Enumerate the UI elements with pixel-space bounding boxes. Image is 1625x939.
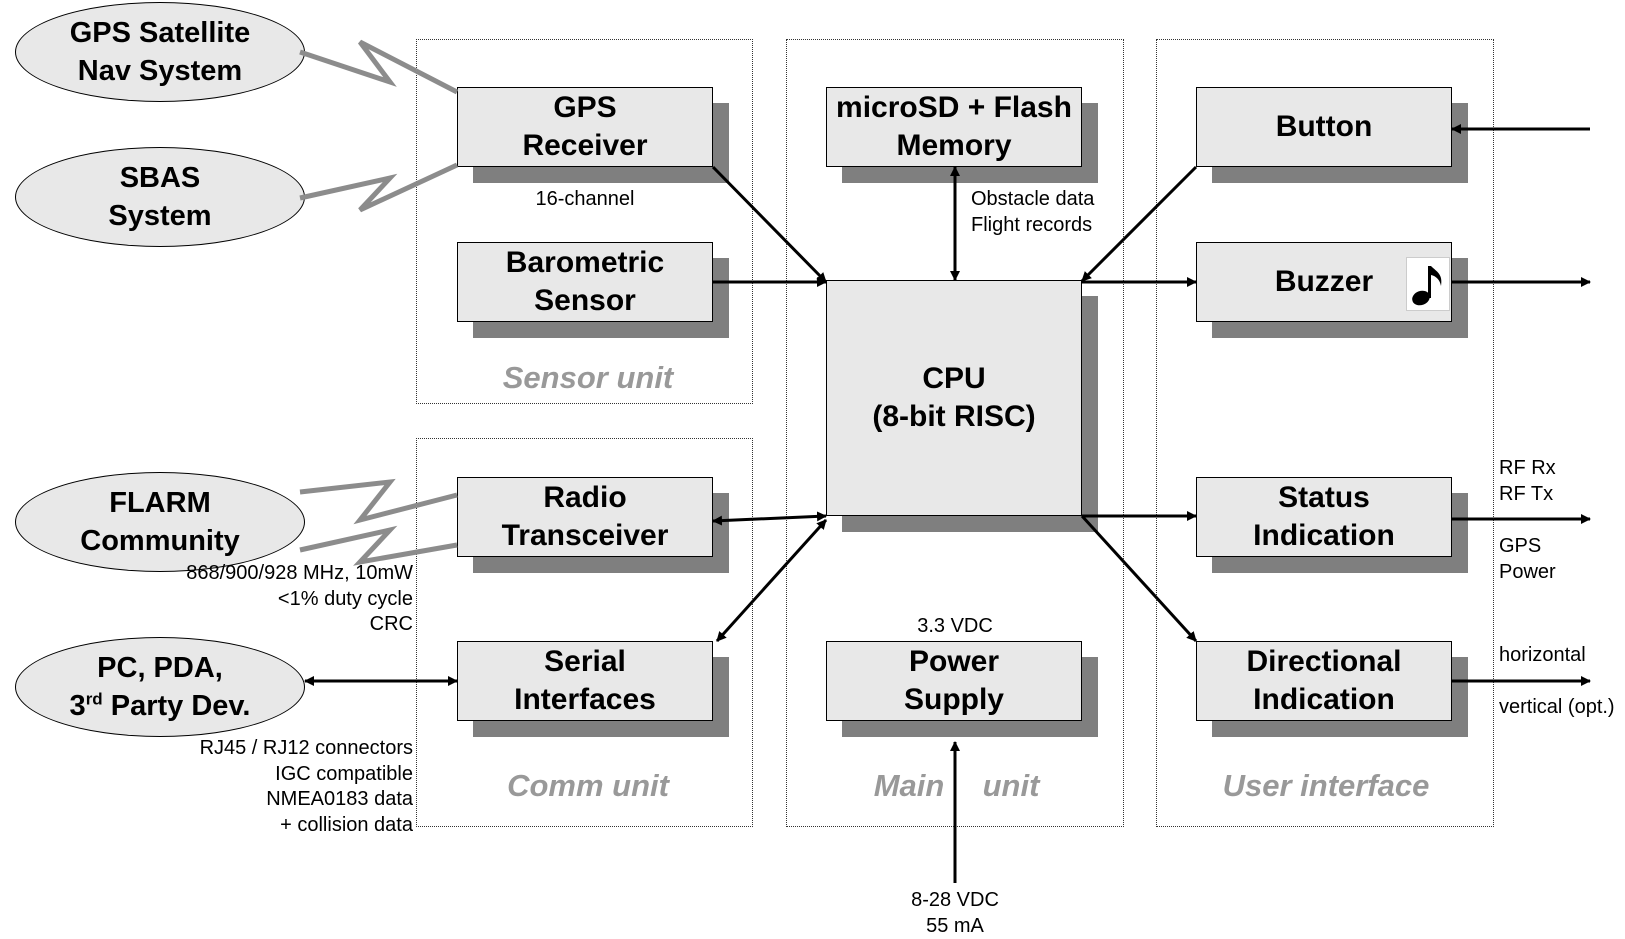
barometric-line-1: Barometric [505,246,665,279]
radio-specs-line-1: 868/900/928 MHz, 10mW [186,562,413,584]
pc-pda-ellipse: PC, PDA, 3rd Party Dev. [15,637,305,737]
gps-satellite-ellipse: GPS Satellite Nav System [15,2,305,102]
horizontal-label: horizontal [1499,644,1586,666]
serial-specs-line-1: RJ45 / RJ12 connectors [199,737,413,759]
serial-line-1: Serial [544,645,626,678]
barometric-line-2: Sensor [534,284,636,317]
status-outputs-top-note: RF Rx RF Tx [1499,456,1556,507]
cpu-line-2: (8-bit RISC) [872,400,1036,433]
flarm-community-ellipse: FLARM Community [15,472,305,572]
voltage-internal-note: 3.3 VDC [917,615,993,637]
sensor-unit-frame [416,39,753,404]
memory-line-1: microSD + Flash [836,91,1072,124]
main-unit-title-left: Main [873,768,945,803]
pc-line-2: 3rd Party Dev. [69,689,251,722]
sbas-line-2: System [108,200,212,232]
sensor-unit-title: Sensor unit [502,360,674,395]
radio-specs-line-3: CRC [369,613,413,635]
radio-specs-line-2: <1% duty cycle [277,587,413,610]
serial-specs-note: RJ45 / RJ12 connectors IGC compatible NM… [200,736,413,838]
serial-specs-line-3: NMEA0183 data [266,788,413,810]
flarm-line-1: FLARM [109,487,211,519]
status-line-2: Indication [1253,519,1395,552]
sbas-system-ellipse: SBAS System [15,147,305,247]
memory-data-note: Obstacle data Flight records [971,187,1094,238]
radio-line-2: Transceiver [501,519,669,552]
gps-wireless-link [299,39,459,95]
button-to-cpu-link [1080,165,1198,283]
gps-receiver-line-1: GPS [553,91,617,124]
gps-channel-note: 16-channel [535,188,635,210]
gps-to-cpu-link [711,165,828,284]
user-interface-frame [1156,39,1494,827]
memory-note-line-2: Flight records [971,213,1093,236]
radio-specs-note: 868/900/928 MHz, 10mW <1% duty cycle CRC [186,561,413,638]
serial-specs-line-4: + collision data [280,813,413,836]
serial-line-2: Interfaces [514,683,656,716]
wireless-links [299,39,459,566]
gps-satellite-line-1: GPS Satellite [69,17,251,49]
cpu-line-1: CPU [922,362,986,395]
directional-line-1: Directional [1246,645,1402,678]
power-line-2: Supply [903,683,1004,716]
music-note-icon [1406,257,1450,311]
vertical-label: vertical (opt.) [1499,696,1615,718]
button-label: Button [1275,110,1373,143]
buzzer-label: Buzzer [1274,265,1374,298]
gps-receiver-line-2: Receiver [522,129,648,162]
flarm-wireless-link-2 [299,525,458,566]
sbas-wireless-link [299,162,459,213]
comm-unit-title: Comm unit [507,768,669,803]
rf-rx-label: RF Rx [1499,457,1556,479]
pc-line-1: PC, PDA, [97,652,223,684]
directional-line-2: Indication [1253,683,1395,716]
flarm-line-2: Community [80,525,240,557]
serial-specs-line-2: IGC compatible [275,762,413,785]
main-unit-title-right: unit [982,768,1040,803]
serial-cpu-link [715,518,828,643]
data-links [304,124,1591,883]
status-line-1: Status [1278,481,1370,514]
voltage-input-note: 8-28 VDC 55 mA [911,888,999,939]
status-outputs-bottom-note: GPS Power [1499,534,1556,585]
sbas-line-1: SBAS [119,162,201,194]
gps-label: GPS [1499,535,1542,557]
memory-note-line-1: Obstacle data [971,188,1095,210]
flarm-wireless-link-1 [299,478,458,525]
gps-receiver-block: GPS Receiver [457,87,729,183]
user-interface-title: User interface [1222,768,1430,803]
power-line-1: Power [908,645,1000,678]
radio-cpu-link [712,511,827,526]
power-label: Power [1499,560,1556,583]
radio-line-1: Radio [543,481,627,514]
button-block: Button [1196,87,1468,183]
voltage-input-line-2: 55 mA [926,914,984,937]
cpu-to-directional-link [1080,514,1198,643]
voltage-input-line-1: 8-28 VDC [911,889,999,911]
rf-tx-label: RF Tx [1499,482,1554,505]
memory-line-2: Memory [896,129,1012,162]
gps-satellite-line-2: Nav System [77,55,243,87]
